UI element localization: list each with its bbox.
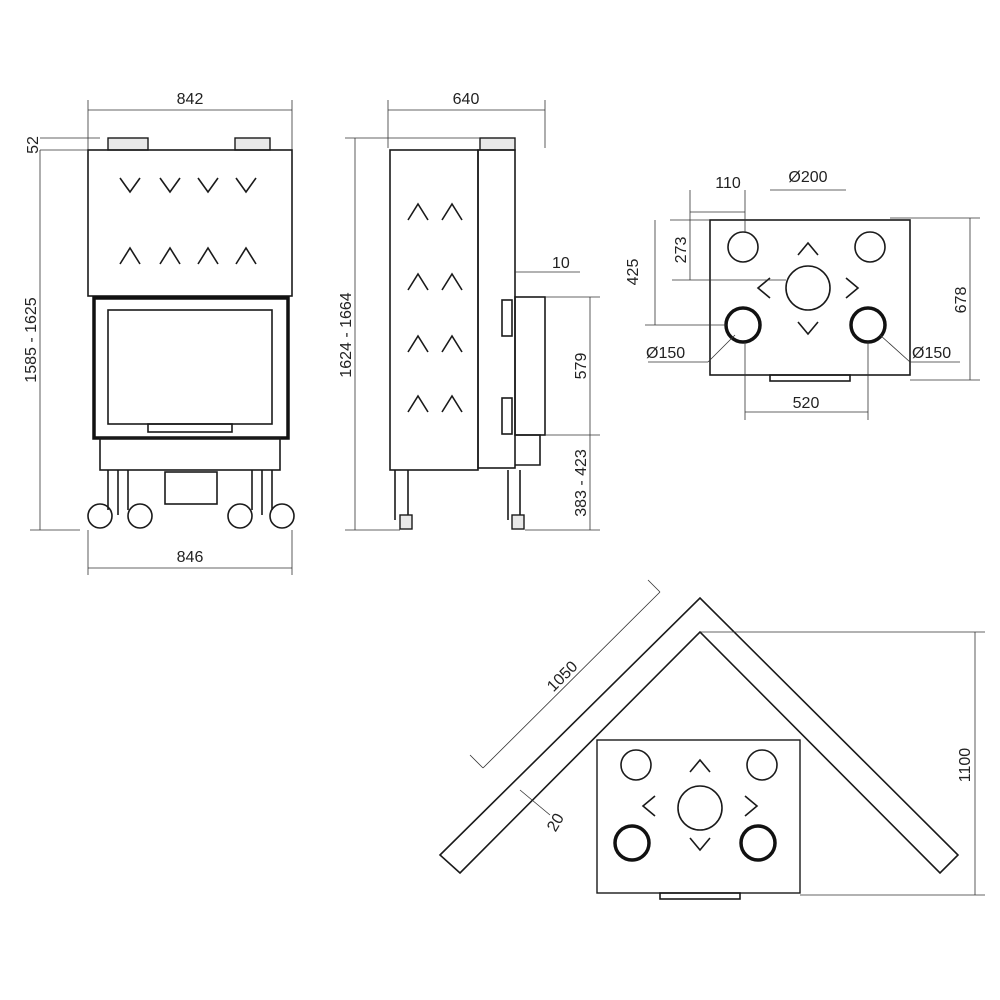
dim-gap: 20 <box>544 811 568 835</box>
dim-top-spacing: 110 <box>715 175 741 192</box>
dim-cap-height: 52 <box>25 136 42 154</box>
dim-side-offset: 10 <box>552 255 570 272</box>
dim-depth-outer: 425 <box>625 259 642 286</box>
front-view: 842 52 1585 - 1625 846 <box>23 91 295 575</box>
top-view: 110 Ø200 273 425 678 Ø150 Ø150 520 <box>625 169 980 420</box>
dim-wall-length: 1050 <box>544 658 581 695</box>
dim-side-depth: 640 <box>453 91 480 108</box>
dim-total-depth: 678 <box>953 287 970 314</box>
dim-outlet-spacing: 520 <box>793 395 820 412</box>
dim-leg-height: 383 - 423 <box>573 449 590 517</box>
side-view: 640 1624 - 1664 10 579 383 - 423 <box>338 91 600 531</box>
dim-corner-depth: 1100 <box>957 748 974 783</box>
dim-front-width-top: 842 <box>177 91 204 108</box>
dim-front-height: 1585 - 1625 <box>23 297 40 383</box>
dim-outlet-diameter: Ø200 <box>788 169 827 186</box>
side-chevrons <box>407 202 463 413</box>
dim-depth-inner: 273 <box>673 237 690 264</box>
dim-side-outlet-right: Ø150 <box>912 345 951 362</box>
dim-door-height: 579 <box>573 353 590 380</box>
dim-side-outlet-left: Ø150 <box>646 345 685 362</box>
dim-side-height: 1624 - 1664 <box>338 292 355 378</box>
legs <box>87 470 295 529</box>
vent-chevrons <box>119 177 257 265</box>
dim-front-width-bottom: 846 <box>177 549 204 566</box>
corner-installation-view: 1050 20 1100 <box>438 579 985 900</box>
